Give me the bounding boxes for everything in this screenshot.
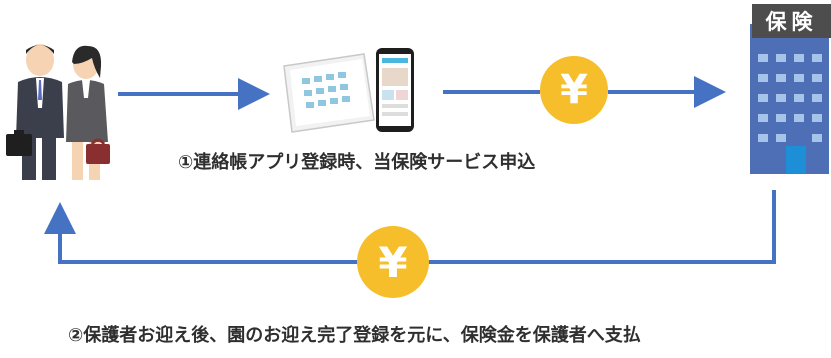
yen-coin-payout: ¥ xyxy=(357,226,429,298)
step1-caption: ①連絡帳アプリ登録時、当保険サービス申込 xyxy=(178,152,536,173)
parents-illustration xyxy=(6,44,110,180)
building-sign: 保険 xyxy=(752,4,831,38)
building-sign-text: 保険 xyxy=(765,10,818,34)
yen-symbol: ¥ xyxy=(378,237,408,287)
insurance-building xyxy=(750,24,829,174)
app-devices xyxy=(283,48,414,133)
yen-coin-payment: ¥ xyxy=(540,56,608,124)
step2-caption: ②保護者お迎え後、園のお迎え完了登録を元に、保険金を保護者へ支払 xyxy=(68,325,641,346)
yen-symbol: ¥ xyxy=(560,67,588,113)
